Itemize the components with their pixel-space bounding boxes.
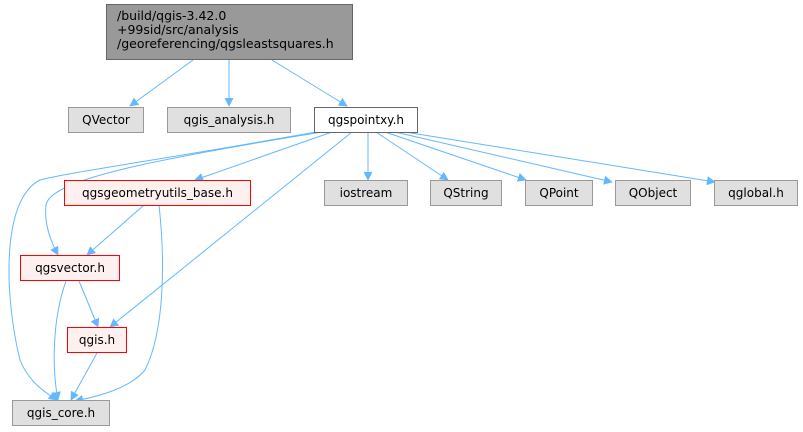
edge-qgsvector-qgiscore [52, 280, 67, 401]
edge-pointxy-qstring [375, 131, 449, 181]
edge-pointxy-geomutils [194, 131, 333, 182]
node-qglobal[interactable]: qglobal.h [714, 180, 798, 206]
node-root-file[interactable]: /build/qgis-3.42.0 +99sid/src/analysis /… [106, 4, 353, 60]
edge-geomutils-qgiscore [74, 204, 163, 404]
node-qglobal-label: qglobal.h [728, 186, 784, 200]
edge-root-qgspointxy [271, 59, 348, 107]
node-qgis-core-label: qgis_core.h [26, 406, 96, 420]
node-qobject[interactable]: QObject [615, 180, 691, 206]
node-iostream-label: iostream [339, 186, 393, 200]
edge-pointxy-qgis [109, 131, 353, 328]
edge-root-qvector [129, 59, 194, 107]
node-qstring[interactable]: QString [430, 180, 502, 206]
node-qpoint[interactable]: QPoint [525, 180, 593, 206]
node-qvector[interactable]: QVector [68, 107, 144, 133]
node-qgsvector-label: qgsvector.h [35, 261, 105, 275]
node-qgspointxy[interactable]: qgspointxy.h [314, 107, 418, 133]
edge-pointxy-qpoint [384, 131, 527, 182]
node-iostream[interactable]: iostream [324, 180, 408, 206]
node-qobject-label: QObject [628, 186, 678, 200]
node-qgis-core[interactable]: qgis_core.h [12, 400, 110, 426]
node-qstring-label: QString [443, 186, 489, 200]
edge-pointxy-qobject [394, 131, 613, 185]
node-qgsgeometryutils-base-label: qgsgeometryutils_base.h [82, 186, 233, 200]
edge-pointxy-qgsvector [45, 131, 323, 256]
edge-qgis-qgiscore [70, 352, 98, 401]
node-qgspointxy-label: qgspointxy.h [327, 113, 404, 127]
node-qvector-label: QVector [82, 113, 130, 127]
node-qgsvector[interactable]: qgsvector.h [20, 255, 120, 281]
edge-qgsvector-qgis [78, 280, 100, 328]
node-qgsgeometryutils-base[interactable]: qgsgeometryutils_base.h [64, 180, 251, 206]
root-path-line-3: /georeferencing/qgsleastsquares.h [117, 36, 334, 51]
node-qgis[interactable]: qgis.h [67, 327, 127, 353]
node-qgis-analysis[interactable]: qgis_analysis.h [167, 107, 291, 133]
root-path-line-1: /build/qgis-3.42.0 [117, 8, 227, 23]
root-path-line-2: +99sid/src/analysis [117, 22, 239, 37]
node-qpoint-label: QPoint [539, 186, 579, 200]
node-qgis-analysis-label: qgis_analysis.h [183, 113, 275, 127]
node-qgis-label: qgis.h [78, 333, 116, 347]
edge-pointxy-qgiscore [8, 131, 317, 401]
edge-pointxy-qglobal [404, 131, 716, 186]
edge-geomutils-qgsvector [86, 204, 145, 256]
